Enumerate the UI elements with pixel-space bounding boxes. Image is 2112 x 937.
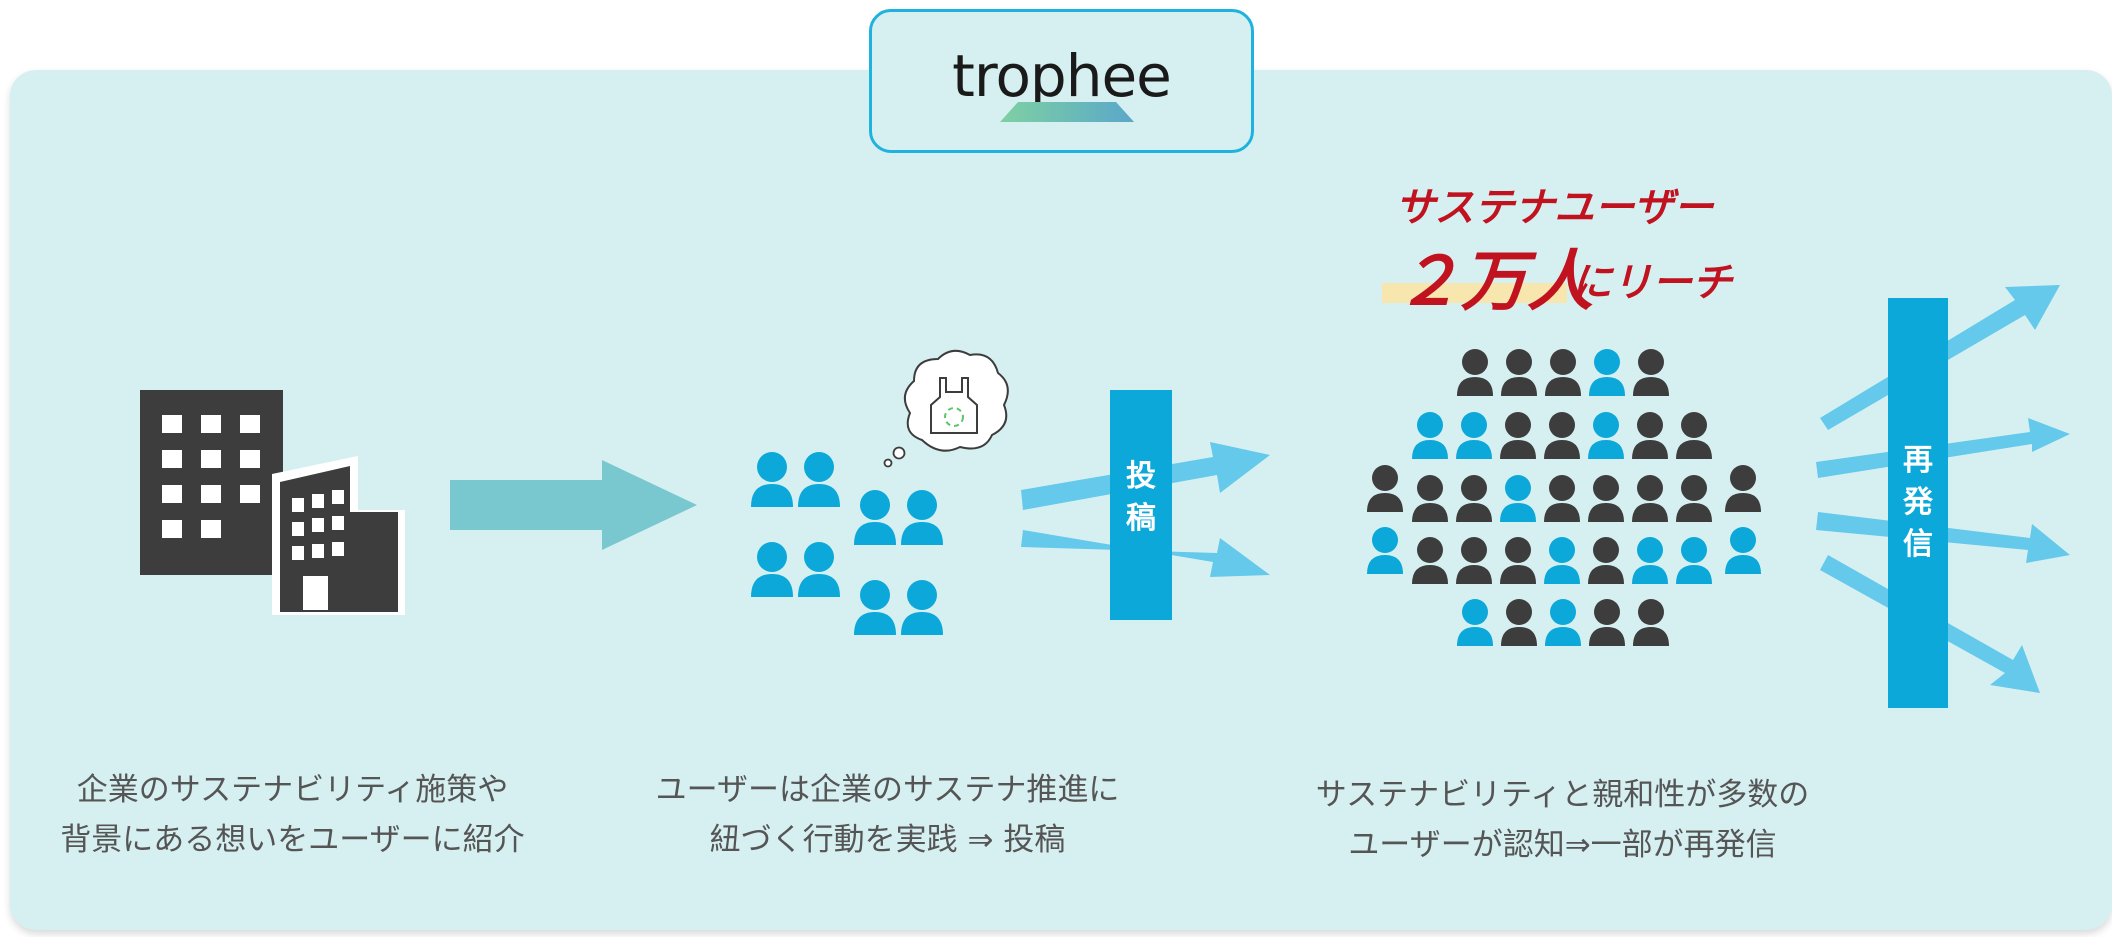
thought-bubble-bag-icon	[883, 349, 1009, 468]
logo-underline-shape	[1000, 102, 1134, 122]
audience-person	[1367, 527, 1403, 574]
audience-person	[1457, 599, 1493, 646]
reach-count: ２万人	[1395, 243, 1593, 320]
logo-text: trophee	[952, 42, 1172, 110]
audience-person	[1412, 475, 1448, 522]
audience-person	[1544, 537, 1580, 584]
audience-person	[1544, 412, 1580, 459]
audience-person	[1500, 412, 1536, 459]
audience-person	[1588, 475, 1624, 522]
post-label-bar	[1110, 390, 1172, 620]
audience-person	[1588, 537, 1624, 584]
audience-person	[1676, 475, 1712, 522]
caption-audience: サステナビリティと親和性が多数の ユーザーが認知⇒一部が再発信	[1315, 777, 1810, 863]
audience-person	[1725, 465, 1761, 512]
reach-highlight	[1382, 283, 1567, 303]
audience-person	[1545, 349, 1581, 396]
audience-person	[1456, 475, 1492, 522]
audience-person	[1500, 475, 1536, 522]
audience-person	[1725, 527, 1761, 574]
audience-person	[1589, 599, 1625, 646]
audience-person	[1588, 412, 1624, 459]
audience-person	[1501, 349, 1537, 396]
office-building-icon	[140, 390, 405, 615]
audience-person	[1412, 412, 1448, 459]
audience-person	[1633, 349, 1669, 396]
caption-users: ユーザーは企業のサステナ推進に 紐づく行動を実践 ⇒ 投稿	[655, 772, 1120, 858]
audience-person	[1676, 537, 1712, 584]
audience-person	[1632, 537, 1668, 584]
audience-person	[1456, 412, 1492, 459]
audience-person	[1412, 537, 1448, 584]
post-label: 投 稿	[1126, 459, 1156, 536]
audience-person	[1632, 412, 1668, 459]
audience-person	[1632, 475, 1668, 522]
audience-person	[1457, 349, 1493, 396]
audience-person	[1676, 412, 1712, 459]
caption-company: 企業のサステナビリティ施策や 背景にある想いをユーザーに紹介	[60, 772, 525, 858]
reach-suffix: にリーチ	[1572, 260, 1732, 306]
audience-person	[1545, 599, 1581, 646]
audience-crowd-icon	[1367, 349, 1761, 646]
reach-heading: サステナユーザー	[1395, 185, 1714, 231]
audience-person	[1589, 349, 1625, 396]
audience-person	[1456, 537, 1492, 584]
audience-person	[1544, 475, 1580, 522]
user-group-icon	[751, 452, 943, 635]
audience-person	[1633, 599, 1669, 646]
repost-label-bar	[1888, 298, 1948, 708]
audience-person	[1500, 537, 1536, 584]
trophee-logo: trophee	[869, 9, 1254, 153]
audience-person	[1501, 599, 1537, 646]
audience-person	[1367, 465, 1403, 512]
flow-arrow-icon	[450, 460, 697, 550]
repost-label: 再 発 信	[1903, 443, 1933, 562]
